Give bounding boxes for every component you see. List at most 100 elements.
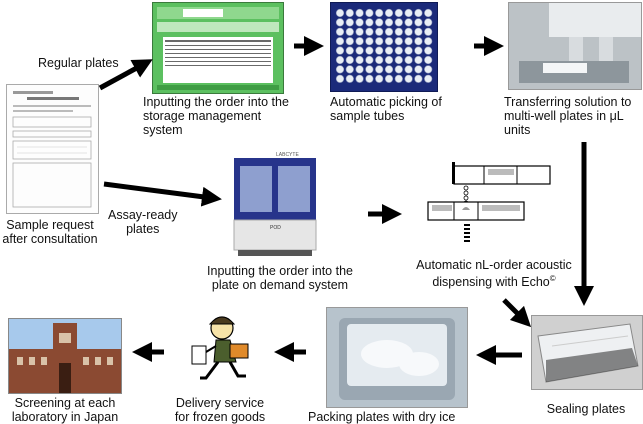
sample-tube (375, 27, 384, 36)
inputting-storage-line-3: system (143, 123, 183, 137)
sample-tube (335, 18, 345, 27)
inputting-storage-line-2: storage management (143, 109, 262, 123)
sample-tube (384, 55, 394, 65)
inputting-storage-line-1: Inputting the order into the (143, 95, 289, 109)
sample-tube (375, 8, 384, 18)
arrow-acoustic-to-sealing (502, 298, 532, 328)
sample-tube (355, 37, 364, 46)
transferring-line-3: units (504, 123, 531, 137)
sample-request-line-1: Sample request (6, 218, 94, 232)
assay-ready-line-2: plates (126, 222, 160, 236)
transferring-line-1: Transferring solution to (504, 95, 632, 109)
sample-tube (414, 8, 423, 18)
inputting-storage-label: Inputting the order into the storage man… (143, 95, 289, 137)
automatic-picking-line-2: sample tubes (330, 109, 405, 123)
acoustic-line-2: dispensing with Echo (432, 275, 550, 290)
sample-tube (335, 27, 345, 36)
sample-tube (365, 37, 374, 46)
sample-tube (345, 18, 354, 27)
sample-tube (424, 74, 433, 83)
sample-tube (335, 37, 345, 46)
acoustic-line-1: Automatic nL-order acoustic (416, 258, 572, 272)
automatic-picking-line-1: Automatic picking of (330, 95, 442, 109)
sample-tube (384, 65, 394, 74)
sample-tube (404, 18, 413, 27)
sample-tube (424, 46, 433, 55)
sample-tube (424, 37, 433, 46)
running-courier-icon (178, 312, 258, 388)
inputting-pod-line-1: Inputting the order into the (207, 264, 353, 278)
sample-tube (345, 74, 354, 83)
sample-tube (404, 27, 413, 36)
sample-tube (335, 65, 345, 74)
inputting-pod-label: Inputting the order into the plate on de… (198, 264, 362, 292)
sample-tube (394, 37, 403, 46)
sample-tube (365, 65, 374, 74)
sample-request-form-image (6, 84, 99, 214)
sample-tube (365, 8, 374, 18)
sample-tube (414, 37, 423, 46)
sample-tube (404, 74, 413, 83)
machine-badge-text: POD (270, 225, 281, 231)
sample-tube (335, 46, 345, 55)
sample-tube (355, 65, 364, 74)
plate-on-demand-machine-image: LABCYTE POD (230, 150, 320, 258)
sample-tube (414, 55, 423, 65)
sample-tube (375, 18, 384, 27)
sample-tube (345, 8, 354, 18)
sample-tube (414, 65, 423, 74)
sample-tube (335, 74, 345, 83)
sample-tube (355, 18, 364, 27)
university-building-image (8, 318, 122, 394)
packing-label: Packing plates with dry ice (308, 410, 456, 424)
sample-tube (394, 74, 403, 83)
sample-tube (355, 55, 364, 65)
transferring-line-2: multi-well plates in μL (504, 109, 624, 123)
sample-tube (424, 18, 433, 27)
sample-tube (365, 55, 374, 65)
sample-tube (384, 18, 394, 27)
screening-line-1: Screening at each (14, 396, 116, 410)
inputting-pod-line-2: plate on demand system (211, 278, 349, 292)
sample-tube (394, 65, 403, 74)
sample-tube (424, 27, 433, 36)
sample-tube (365, 18, 374, 27)
sample-tube (375, 55, 384, 65)
sample-tube (414, 18, 423, 27)
sample-tube (404, 55, 413, 65)
sample-tube (335, 8, 345, 18)
cooler-dry-ice-image (326, 307, 468, 408)
sample-tube (345, 27, 354, 36)
sample-tube (375, 37, 384, 46)
automatic-picking-label: Automatic picking of sample tubes (330, 95, 442, 123)
sample-tube (355, 74, 364, 83)
sample-tube (355, 27, 364, 36)
sample-tube (345, 37, 354, 46)
assay-ready-label: Assay-ready plates (108, 208, 177, 236)
sample-request-line-2: after consultation (2, 232, 98, 246)
sample-tube (424, 55, 433, 65)
sample-tube (394, 27, 403, 36)
sample-tube (375, 74, 384, 83)
sample-tube (404, 65, 413, 74)
sample-tube (414, 46, 423, 55)
screening-line-2: laboratory in Japan (11, 410, 119, 424)
delivery-line-1: Delivery service (175, 396, 265, 410)
sample-tube (394, 8, 403, 18)
sample-tubes-rack-image (330, 2, 438, 92)
sealing-plates-label: Sealing plates (546, 402, 626, 416)
sample-tube (404, 8, 413, 18)
sample-tube (384, 46, 394, 55)
acoustic-dispensing-diagram (424, 160, 554, 260)
screening-label: Screening at each laboratory in Japan (0, 396, 130, 424)
acoustic-dispensing-label: Automatic nL-order acoustic dispensing w… (404, 258, 584, 289)
liquid-handler-image (508, 2, 642, 90)
sample-tube (365, 27, 374, 36)
sample-tube (394, 46, 403, 55)
sample-request-label: Sample request after consultation (0, 218, 100, 246)
delivery-label: Delivery service for frozen goods (170, 396, 270, 424)
sample-tube (345, 46, 354, 55)
sample-tube (384, 74, 394, 83)
copyright-mark: © (549, 274, 556, 283)
sample-tube (345, 55, 354, 65)
